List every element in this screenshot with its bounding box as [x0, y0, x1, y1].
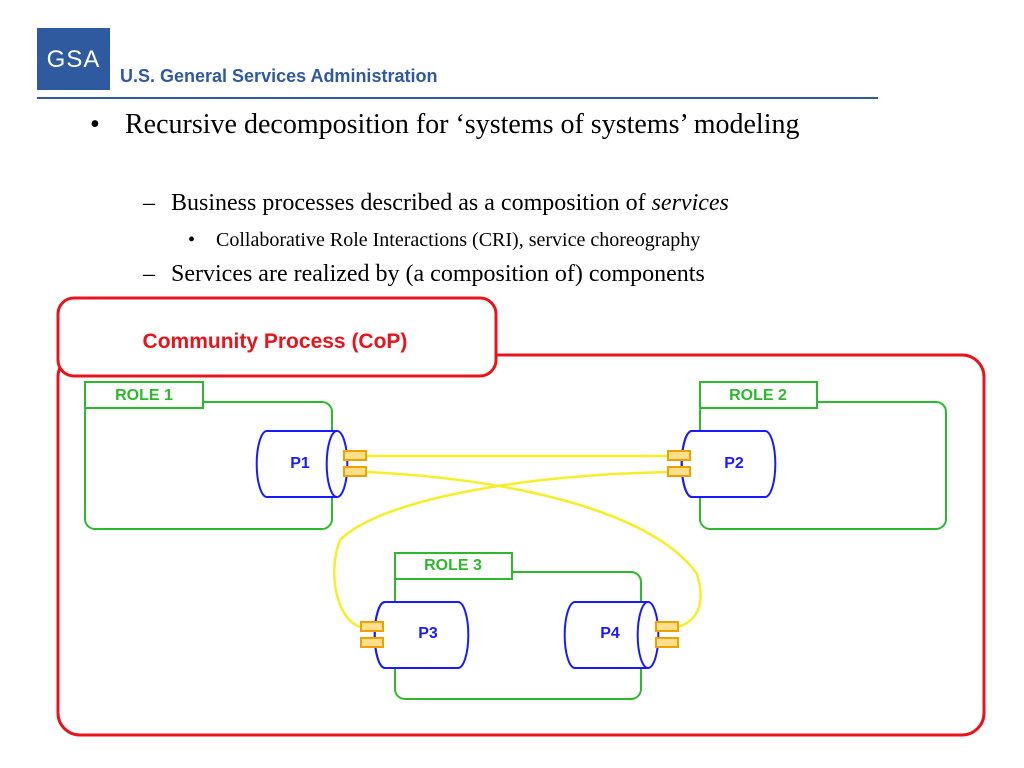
- component-p2: P2: [680, 430, 777, 498]
- p2-label: P2: [724, 455, 744, 472]
- connector-p2-p3: [333, 470, 671, 629]
- bullet-level3-cri-text: Collaborative Role Interactions (CRI), s…: [216, 229, 701, 251]
- community-process-label: Community Process (CoP): [143, 330, 408, 353]
- bullet-mark: •: [90, 109, 100, 140]
- gsa-logo-text: GSA: [46, 46, 101, 73]
- p4-label: P4: [600, 625, 620, 642]
- p1-port-top: [343, 450, 367, 461]
- role1-label: ROLE 1: [115, 387, 173, 404]
- bullet-level2-services-text: Services are realized by (a composition …: [171, 261, 705, 287]
- header-divider: [37, 97, 878, 99]
- bullet-level2-business: –Business processes described as a compo…: [143, 188, 729, 218]
- dash-mark: –: [143, 261, 155, 287]
- community-process-container: [56, 353, 986, 737]
- role2-tab: [699, 381, 818, 409]
- role2-label: ROLE 2: [729, 387, 787, 404]
- services-emphasis: services: [651, 190, 729, 216]
- bullet-level1-text: Recursive decomposition for ‘systems of …: [125, 109, 800, 140]
- p2-port-bottom: [667, 466, 691, 477]
- bullet-level2-business-text: Business processes described as a compos…: [171, 190, 652, 216]
- role1-tab: [84, 381, 204, 409]
- p1-port-bottom: [343, 466, 367, 477]
- component-p3: P3: [373, 601, 470, 669]
- component-p1: P1: [255, 430, 349, 498]
- ports: [343, 450, 691, 648]
- agency-name: U.S. General Services Administration: [120, 66, 438, 86]
- bullet-mark: •: [188, 229, 196, 251]
- p2-port-top: [667, 450, 691, 461]
- p1-label: P1: [290, 455, 310, 472]
- gsa-logo: GSA: [37, 28, 110, 90]
- component-p4: P4: [563, 601, 660, 669]
- role3-tab: [394, 552, 513, 580]
- community-process-tab: [56, 296, 498, 378]
- connector-p1-p4: [366, 470, 702, 629]
- role3-label: ROLE 3: [424, 557, 482, 574]
- bullet-level3-cri: • Collaborative Role Interactions (CRI), …: [188, 227, 700, 253]
- p3-label: P3: [418, 625, 438, 642]
- connector-lines: [333, 454, 702, 629]
- dash-mark: –: [143, 190, 155, 216]
- bullet-level2-services: –Services are realized by (a composition…: [143, 259, 705, 289]
- p3-port-bottom: [360, 637, 384, 648]
- p4-port-bottom: [655, 637, 679, 648]
- p4-port-top: [655, 621, 679, 632]
- p3-port-top: [360, 621, 384, 632]
